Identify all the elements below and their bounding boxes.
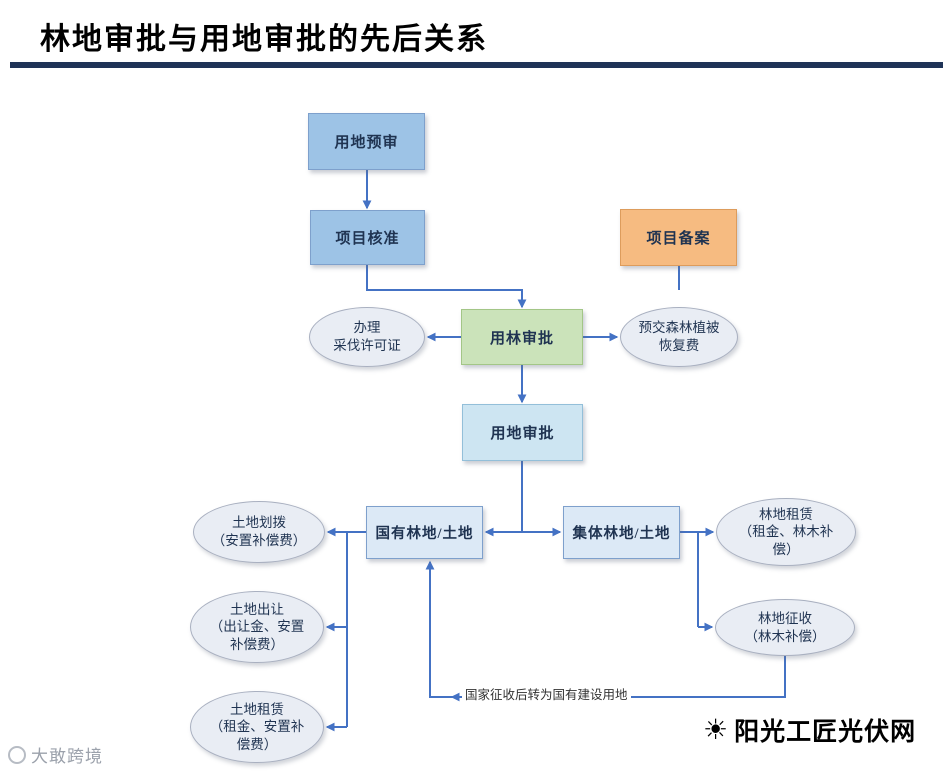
- node-forest-expropriation: 林地征收 （林木补偿）: [715, 599, 855, 656]
- node-label-line: 偿费）: [236, 736, 278, 752]
- node-label-line: 土地划拨: [232, 515, 286, 531]
- page-title: 林地审批与用地审批的先后关系: [40, 23, 488, 56]
- node-state-owned-land: 国有林地/土地: [366, 506, 483, 559]
- node-label-line: 偿）: [772, 541, 800, 557]
- node-label-line: 林地征收: [758, 610, 812, 626]
- edge-annotation: 国家征收后转为国有建设用地: [462, 684, 631, 703]
- node-label-line: 预交森林植被: [638, 320, 720, 336]
- node-forest-lease: 林地租赁 （租金、林木补 偿）: [716, 498, 856, 566]
- node-label-line: 土地租赁: [230, 701, 284, 717]
- edge-hezhun-yonglin: [366, 265, 527, 309]
- node-logging-permit: 办理 采伐许可证: [309, 307, 425, 367]
- node-land-use-approval: 用地审批: [462, 404, 583, 461]
- node-label-line: 采伐许可证: [333, 338, 401, 353]
- node-project-approval: 项目核准: [310, 210, 425, 265]
- node-label: 用林审批: [489, 330, 554, 347]
- watermark-text: 大敢跨境: [31, 747, 103, 766]
- node-label-line: 办理: [353, 320, 381, 336]
- sun-icon: ☀: [703, 714, 729, 745]
- title-underline: [10, 62, 943, 68]
- node-label-line: （安置补偿费）: [211, 533, 307, 548]
- node-project-filing: 项目备案: [620, 209, 737, 266]
- node-label-line: （出让金、安置: [209, 619, 305, 635]
- watermark-logo-icon: [8, 745, 26, 764]
- node-vegetation-restoration-fee: 预交森林植被 恢复费: [620, 307, 738, 367]
- node-label-line: （租金、林木补: [738, 524, 834, 540]
- node-label-line: （林木补偿）: [744, 628, 826, 644]
- node-land-lease: 土地租赁 （租金、安置补 偿费）: [190, 691, 324, 763]
- node-label-line: 恢复费: [658, 338, 700, 353]
- node-collective-land: 集体林地/土地: [563, 506, 680, 559]
- node-land-preapproval: 用地预审: [308, 113, 425, 170]
- brand-logo: ☀ 阳光工匠光伏网: [703, 712, 916, 748]
- node-label-line: （租金、安置补: [209, 719, 305, 735]
- node-label-line: 土地出让: [230, 601, 284, 617]
- node-label: 用地预审: [334, 135, 399, 151]
- node-label-line: 补偿费）: [230, 636, 284, 652]
- node-label: 项目备案: [646, 231, 711, 247]
- node-label: 国有林地/土地: [375, 526, 474, 542]
- node-forest-use-approval: 用林审批: [461, 309, 583, 365]
- node-land-allocation: 土地划拨 （安置补偿费）: [193, 501, 325, 563]
- brand-name: 阳光工匠光伏网: [734, 718, 917, 746]
- node-label-line: 林地租赁: [759, 506, 813, 522]
- node-label: 项目核准: [335, 231, 400, 247]
- node-label: 用地审批: [490, 426, 555, 442]
- node-label: 集体林地/土地: [572, 526, 671, 542]
- watermark: 大敢跨境: [8, 742, 103, 767]
- node-land-transfer: 土地出让 （出让金、安置 补偿费）: [190, 591, 324, 663]
